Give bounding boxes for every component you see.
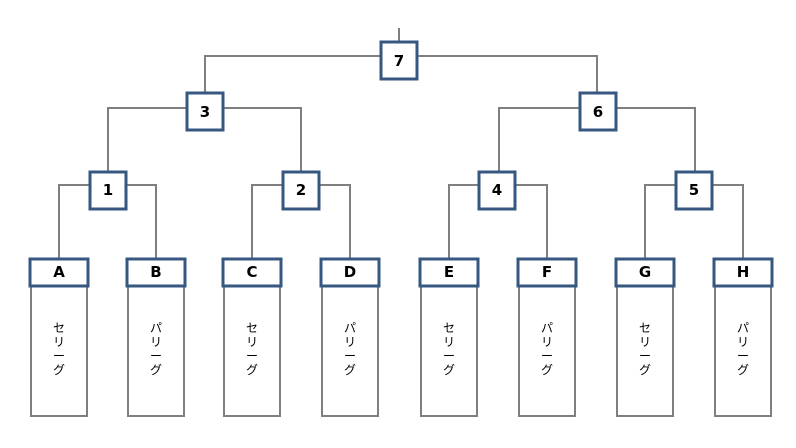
league-label-e: セリーグ bbox=[443, 321, 455, 377]
match-number-5: 5 bbox=[689, 181, 699, 199]
line-4-e bbox=[448, 184, 479, 258]
match-number-7: 7 bbox=[394, 52, 404, 70]
league-label-g: セリーグ bbox=[639, 321, 651, 377]
team-name-b: B bbox=[150, 263, 161, 281]
league-label-b: パリーグ bbox=[150, 321, 162, 377]
league-label-c: セリーグ bbox=[246, 321, 258, 377]
team-column-c bbox=[223, 269, 281, 417]
line-5-g bbox=[644, 184, 676, 258]
team-boxes: A B C D E F G H bbox=[28, 257, 774, 288]
bracket-lines bbox=[58, 28, 744, 258]
line-2-d bbox=[319, 184, 351, 258]
league-label-f: パリーグ bbox=[541, 321, 553, 377]
team-box-f bbox=[516, 257, 578, 288]
line-3-2 bbox=[223, 107, 302, 172]
league-label-a: セリーグ bbox=[53, 321, 65, 377]
team-column-e bbox=[420, 269, 478, 417]
match-box-1 bbox=[88, 170, 128, 211]
team-box-d bbox=[319, 257, 381, 288]
match-number-1: 1 bbox=[103, 181, 113, 199]
league-label-h: パリーグ bbox=[737, 321, 749, 377]
team-column-f bbox=[518, 269, 576, 417]
line-1-b bbox=[126, 184, 157, 258]
team-box-b bbox=[125, 257, 187, 288]
match-number-3: 3 bbox=[200, 103, 210, 121]
league-labels: セリーグ パリーグ セリーグ パリーグ セリーグ パリーグ セリーグ パリーグ bbox=[53, 321, 749, 377]
line-3-1 bbox=[107, 107, 187, 172]
line-7-6 bbox=[417, 55, 598, 92]
match-number-6: 6 bbox=[593, 103, 603, 121]
league-label-d: パリーグ bbox=[344, 321, 356, 377]
match-box-2 bbox=[281, 170, 321, 211]
team-name-h: H bbox=[737, 263, 750, 281]
team-name-c: C bbox=[246, 263, 257, 281]
team-column-h bbox=[714, 269, 772, 417]
match-number-4: 4 bbox=[492, 181, 502, 199]
team-columns bbox=[30, 269, 772, 417]
line-6-4 bbox=[498, 107, 580, 172]
team-box-a bbox=[28, 257, 90, 288]
line-5-h bbox=[712, 184, 744, 258]
team-column-d bbox=[321, 269, 379, 417]
match-box-3 bbox=[185, 91, 225, 132]
line-1-a bbox=[58, 184, 90, 258]
line-7-3 bbox=[204, 55, 381, 92]
team-name-d: D bbox=[344, 263, 356, 281]
line-6-5 bbox=[616, 107, 696, 172]
match-box-6 bbox=[578, 91, 618, 132]
team-box-e bbox=[418, 257, 480, 288]
team-box-h bbox=[712, 257, 774, 288]
team-column-a bbox=[30, 269, 88, 417]
match-boxes: 7 3 6 1 2 4 5 bbox=[88, 40, 714, 211]
team-name-e: E bbox=[444, 263, 454, 281]
team-name-f: F bbox=[542, 263, 552, 281]
line-4-f bbox=[515, 184, 548, 258]
team-name-a: A bbox=[53, 263, 65, 281]
team-box-g bbox=[614, 257, 676, 288]
match-box-4 bbox=[477, 170, 517, 211]
match-box-5 bbox=[674, 170, 714, 211]
team-box-c bbox=[221, 257, 283, 288]
line-2-c bbox=[251, 184, 283, 258]
match-number-2: 2 bbox=[296, 181, 306, 199]
match-box-7 bbox=[379, 40, 419, 81]
team-name-g: G bbox=[639, 263, 651, 281]
